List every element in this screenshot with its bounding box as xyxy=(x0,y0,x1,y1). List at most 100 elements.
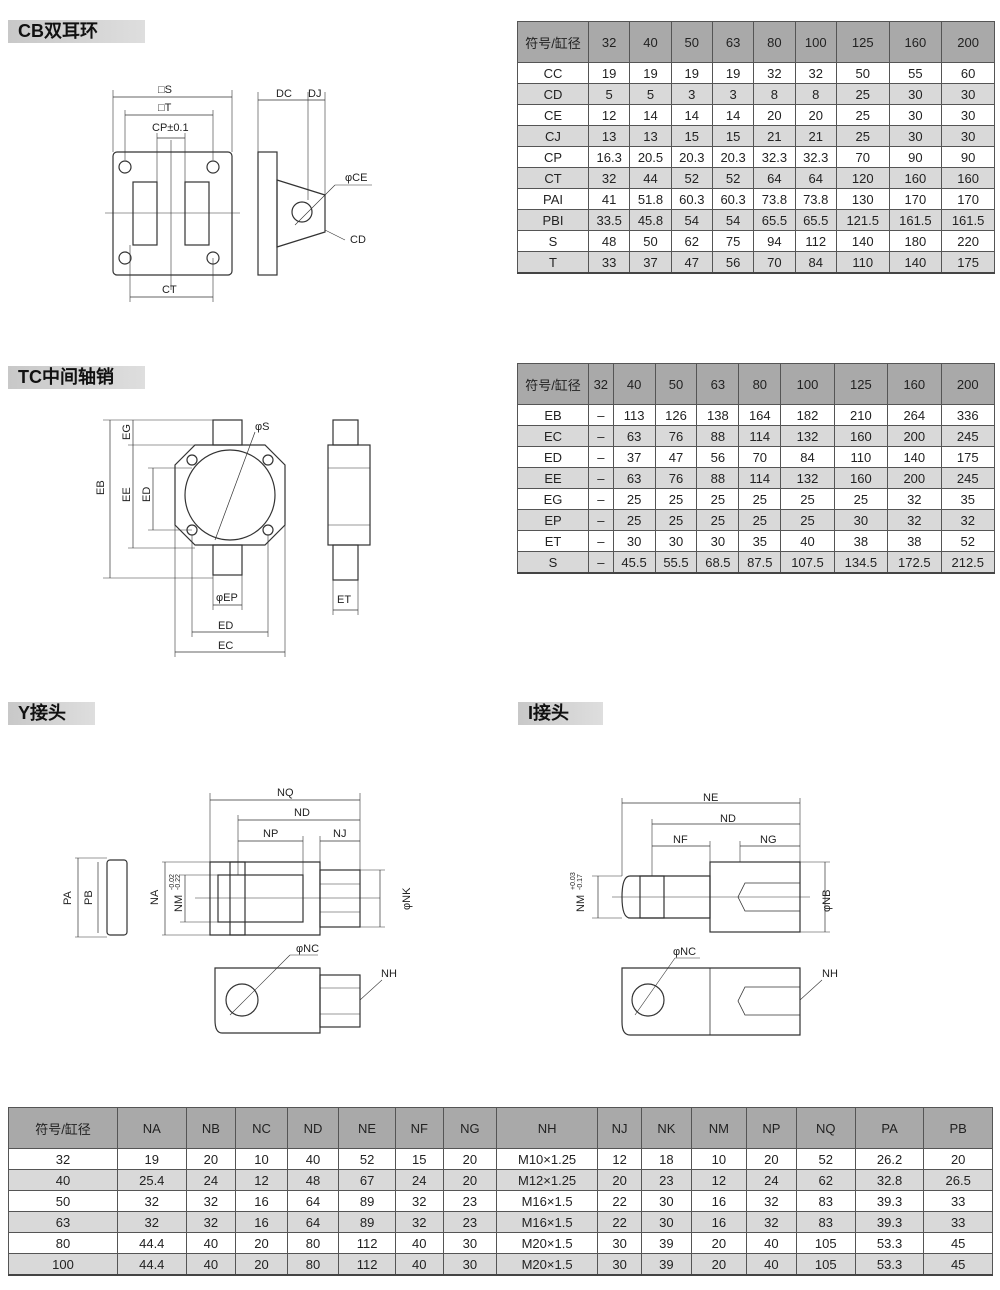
table-cell: 32 xyxy=(587,167,631,189)
table-cell: 60.3 xyxy=(670,188,713,210)
row-label: CT xyxy=(517,167,589,189)
table-cell: 25 xyxy=(835,125,890,147)
table-cell: 84 xyxy=(794,251,837,274)
table-cell: 39 xyxy=(641,1253,692,1276)
table-cell: 33 xyxy=(587,251,631,274)
row-label: CJ xyxy=(517,125,589,147)
dim-label-nm: NM xyxy=(575,895,587,912)
table-cell: 83 xyxy=(795,1190,856,1212)
table-cell: 52 xyxy=(338,1148,396,1170)
table-cell: 24 xyxy=(394,1169,444,1191)
dim-label-eg: EG xyxy=(121,424,133,440)
row-label: ED xyxy=(517,446,589,468)
dim-label-nd: ND xyxy=(720,813,736,825)
table-cell: 80 xyxy=(286,1232,340,1254)
table-cell: 32 xyxy=(185,1211,237,1233)
table-cell: 160 xyxy=(888,167,943,189)
row-label: EC xyxy=(517,425,589,447)
table-cell: 25 xyxy=(612,509,656,531)
table-cell: 114 xyxy=(738,467,782,489)
table-cell: 45 xyxy=(923,1253,993,1276)
table-cell: 24 xyxy=(185,1169,237,1191)
table-cell: 112 xyxy=(338,1253,396,1276)
table-cell: 20 xyxy=(185,1148,237,1170)
table-cell: 70 xyxy=(753,251,796,274)
table-cell: 32 xyxy=(753,62,796,84)
dim-label-nf: NF xyxy=(673,834,688,846)
column-header: 80 xyxy=(738,363,782,405)
table-cell: M16×1.5 xyxy=(496,1211,599,1233)
table-cell: 25 xyxy=(835,83,890,105)
table-cell: 32 xyxy=(746,1211,797,1233)
column-header: 100 xyxy=(794,21,837,63)
dim-label-ne: NE xyxy=(703,792,718,804)
table-cell: 56 xyxy=(711,251,755,274)
tc-front-view xyxy=(103,419,286,657)
dim-label-ec: EC xyxy=(218,640,233,652)
table-cell: 20 xyxy=(690,1232,748,1254)
table-cell: 52 xyxy=(711,167,755,189)
table-cell: 32.3 xyxy=(753,146,796,168)
table-cell: 110 xyxy=(833,446,889,468)
table-cell: M20×1.5 xyxy=(496,1232,599,1254)
dim-label-ed: ED xyxy=(218,620,233,632)
table-cell: 44.4 xyxy=(117,1253,187,1276)
table-cell: 44 xyxy=(629,167,672,189)
table-cell: 113 xyxy=(612,404,656,426)
table-cell: 30 xyxy=(597,1232,643,1254)
column-header: PB xyxy=(923,1107,993,1149)
table-cell: 5 xyxy=(587,83,631,105)
table-cell: 130 xyxy=(835,188,890,210)
column-header: NP xyxy=(746,1107,797,1149)
table-cell: 10 xyxy=(690,1148,748,1170)
table-cell: 63 xyxy=(612,425,656,447)
table-cell: 25 xyxy=(654,509,698,531)
column-header: NJ xyxy=(597,1107,643,1149)
dim-label-eb: EB xyxy=(95,480,107,495)
table-cell: 105 xyxy=(795,1253,856,1276)
table-cell: – xyxy=(588,551,614,574)
table-cell: 19 xyxy=(117,1148,187,1170)
table-cell: 39 xyxy=(641,1232,692,1254)
table-cell: 32 xyxy=(887,509,942,531)
table-cell: 112 xyxy=(338,1232,396,1254)
table-cell: 67 xyxy=(338,1169,396,1191)
dim-label-nb: φNB xyxy=(821,890,833,912)
table-cell: 10 xyxy=(235,1148,288,1170)
table-cell: 48 xyxy=(286,1169,340,1191)
dim-label-ee: EE xyxy=(121,487,133,502)
dim-label-dc: DC xyxy=(276,88,292,100)
section-title-cb: CB双耳环 xyxy=(8,20,145,43)
column-header: NG xyxy=(442,1107,498,1149)
table-cell: 88 xyxy=(696,425,740,447)
table-cell: 15 xyxy=(394,1148,444,1170)
table-cell: 30 xyxy=(641,1211,692,1233)
dim-label-cp: CP±0.1 xyxy=(152,122,189,134)
dim-label-nc: φNC xyxy=(296,943,319,955)
row-label: 100 xyxy=(8,1253,118,1276)
dim-label-cd: CD xyxy=(350,234,366,246)
row-label: PBI xyxy=(517,209,589,231)
table-cell: 32.8 xyxy=(854,1169,925,1191)
column-header: NM xyxy=(690,1107,748,1149)
table-cell: – xyxy=(588,467,614,489)
table-cell: 53.3 xyxy=(854,1232,925,1254)
table-cell: 30 xyxy=(597,1253,643,1276)
table-cell: 245 xyxy=(940,425,996,447)
i-joint-top-view xyxy=(592,798,830,933)
dim-label-nm: NM xyxy=(173,895,185,912)
table-cell: 37 xyxy=(629,251,672,274)
column-header: NE xyxy=(338,1107,396,1149)
table-cell: 33 xyxy=(923,1190,993,1212)
table-cell: 32.3 xyxy=(794,146,837,168)
table-cell: 212.5 xyxy=(940,551,996,574)
column-header: 200 xyxy=(941,21,995,63)
table-cell: 20 xyxy=(597,1169,643,1191)
table-cell: 264 xyxy=(887,404,942,426)
